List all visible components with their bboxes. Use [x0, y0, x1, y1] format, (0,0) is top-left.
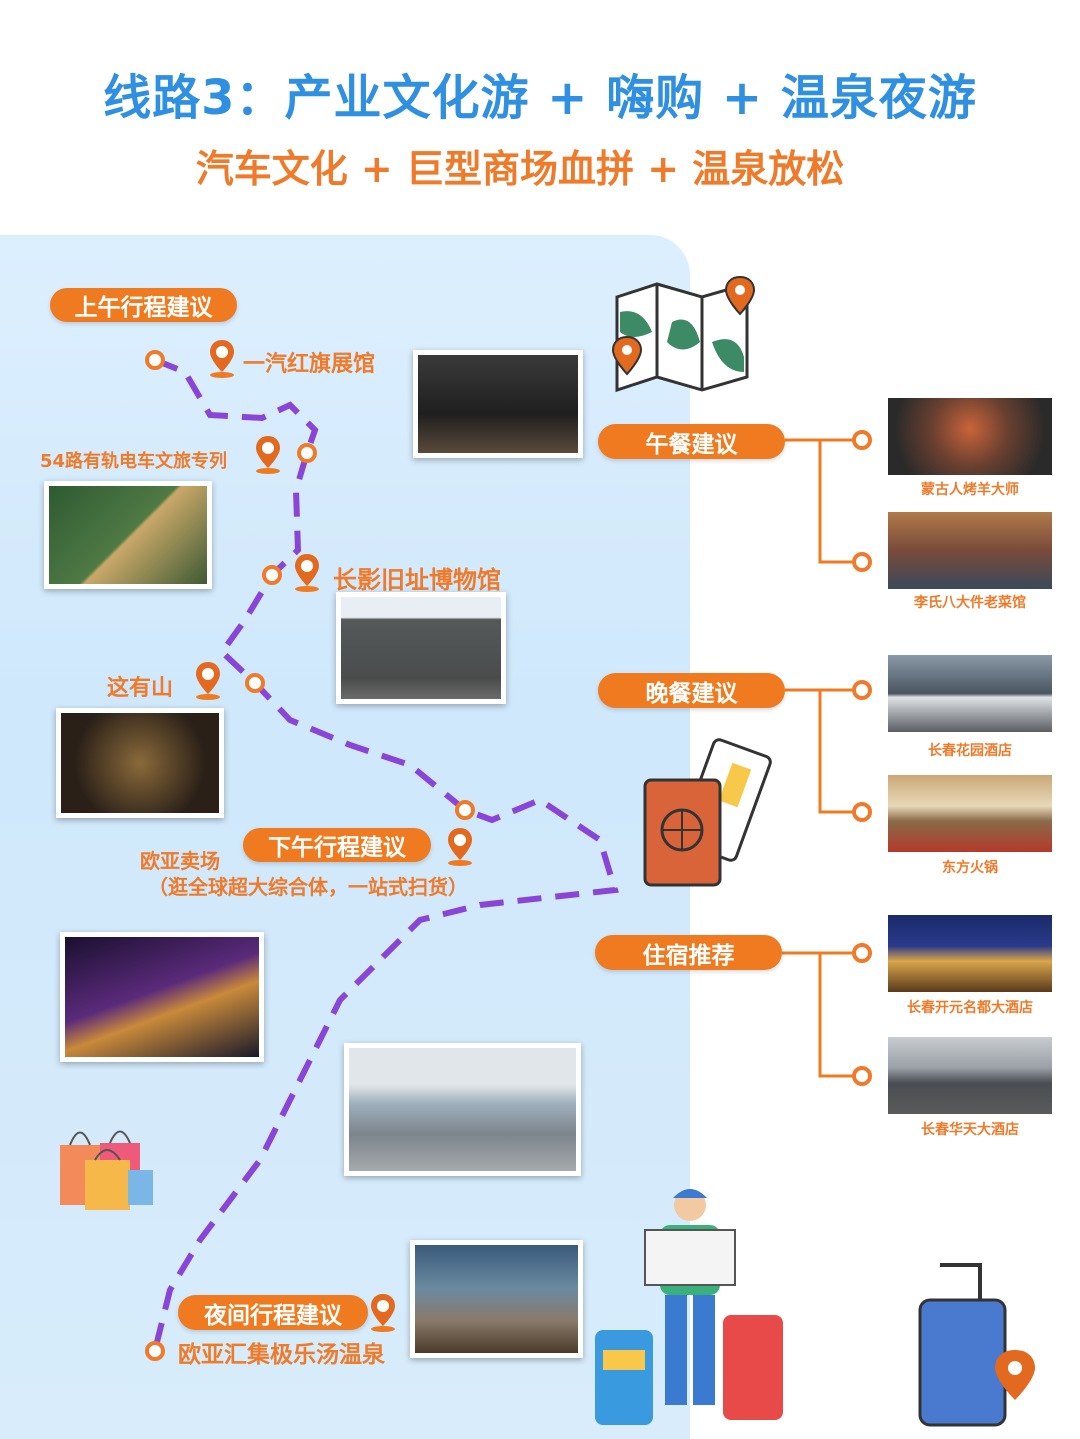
- photo-dinner-2: [888, 775, 1052, 852]
- recommendation-marker: [852, 430, 872, 450]
- photo-zheyoushan: [56, 708, 224, 818]
- stop-marker: [245, 673, 265, 693]
- stop-marker: [297, 443, 317, 463]
- stop-label-hot-spring: 欧亚汇集极乐汤温泉: [178, 1342, 385, 1368]
- dinner-item-label: 东方火锅: [942, 860, 998, 876]
- location-pin-icon: [292, 552, 322, 592]
- luggage-pin-illustration: [918, 1263, 1035, 1427]
- connector-lines: [782, 438, 852, 1078]
- recommendation-marker: [852, 943, 872, 963]
- hotel-item-label: 长春开元名都大酒店: [907, 1000, 1033, 1016]
- stop-label-ouya: 欧亚卖场: [140, 849, 220, 873]
- recommendation-marker: [852, 802, 872, 822]
- photo-dinner-1: [888, 655, 1052, 732]
- dinner-item-label: 长春花园酒店: [928, 743, 1012, 759]
- stop-label-tram: 54路有轨电车文旅专列: [40, 451, 228, 472]
- photo-tram: [44, 481, 212, 589]
- page-title: 线路3：产业文化游 + 嗨购 + 温泉夜游: [103, 70, 977, 126]
- stop-marker: [145, 1341, 165, 1361]
- photo-lunch-2: [888, 512, 1052, 589]
- page-subtitle: 汽车文化 + 巨型商场血拼 + 温泉放松: [195, 147, 845, 191]
- photo-ouya-night: [60, 932, 264, 1062]
- hotel-connector: [782, 951, 852, 1078]
- stop-label-hongqi: 一汽红旗展馆: [243, 352, 376, 377]
- folded-map-icon: [612, 275, 756, 393]
- traveler-illustration: [595, 1189, 783, 1425]
- location-pin-icon: [193, 660, 223, 700]
- photo-hotel-1: [888, 915, 1052, 992]
- dinner-connector: [785, 688, 852, 814]
- stop-marker: [145, 350, 165, 370]
- lunch-item-label: 李氏八大件老菜馆: [914, 595, 1026, 611]
- photo-ouya-aerial: [344, 1043, 581, 1176]
- location-pin-icon: [207, 338, 237, 378]
- stop-marker: [455, 800, 475, 820]
- stop-label-zheyoushan: 这有山: [107, 676, 174, 701]
- photo-hongqi-museum: [413, 350, 583, 458]
- lunch-connector: [785, 438, 852, 564]
- hotel-recommendation-badge: 住宿推荐: [595, 935, 782, 970]
- location-pin-icon: [445, 826, 475, 866]
- night-schedule-badge: 夜间行程建议: [178, 1295, 368, 1330]
- photo-hotel-2: [888, 1037, 1052, 1114]
- stop-marker: [262, 565, 282, 585]
- passport-tickets-icon: [643, 738, 772, 887]
- hotel-item-label: 长春华天大酒店: [921, 1122, 1019, 1138]
- recommendation-marker: [852, 552, 872, 572]
- photo-hot-spring: [410, 1240, 583, 1358]
- photo-lunch-1: [888, 398, 1052, 475]
- photo-changying-museum: [336, 592, 506, 704]
- stop-note-ouya: （逛全球超大综合体，一站式扫货）: [148, 875, 468, 899]
- route-dashed-line: [152, 357, 619, 1351]
- lunch-item-label: 蒙古人烤羊大师: [921, 482, 1019, 498]
- shopping-bags-icon: [60, 1130, 153, 1210]
- lunch-recommendation-badge: 午餐建议: [598, 424, 785, 459]
- location-pin-icon: [368, 1292, 398, 1332]
- recommendation-marker: [852, 680, 872, 700]
- morning-schedule-badge: 上午行程建议: [50, 288, 237, 322]
- afternoon-schedule-badge: 下午行程建议: [243, 828, 431, 862]
- location-pin-icon: [253, 434, 283, 474]
- stop-label-changying: 长影旧址博物馆: [333, 566, 501, 594]
- dinner-recommendation-badge: 晚餐建议: [598, 673, 785, 708]
- recommendation-marker: [852, 1066, 872, 1086]
